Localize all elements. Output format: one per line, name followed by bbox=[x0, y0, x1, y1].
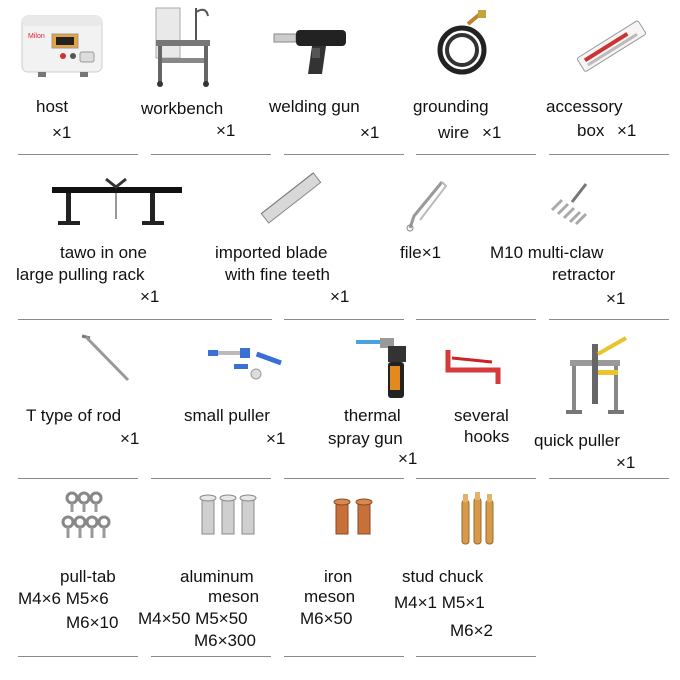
host-machine-image: Milon bbox=[18, 8, 108, 80]
item-stud-chuck-spec2: M6×2 bbox=[450, 621, 493, 640]
item-aluminum-meson-spec2: M6×300 bbox=[194, 631, 256, 650]
item-retractor-name2: retractor bbox=[552, 265, 616, 284]
item-retractor-name: M10 multi-claw bbox=[490, 243, 604, 262]
welding-gun-image bbox=[268, 22, 358, 80]
divider bbox=[284, 319, 404, 320]
divider bbox=[284, 478, 404, 479]
item-small-puller-qty: ×1 bbox=[266, 429, 286, 448]
item-retractor-qty: ×1 bbox=[606, 289, 626, 308]
divider bbox=[284, 656, 404, 657]
workbench-image bbox=[150, 4, 220, 90]
thermal-spray-gun-image bbox=[354, 332, 418, 402]
item-iron-meson-spec1: M6×50 bbox=[300, 609, 353, 628]
divider bbox=[549, 154, 669, 155]
item-file-name: file×1 bbox=[400, 243, 442, 262]
divider bbox=[284, 154, 404, 155]
item-quick-puller-name: quick puller bbox=[534, 431, 620, 450]
item-spray-gun-name: thermal bbox=[344, 406, 401, 425]
divider bbox=[416, 478, 536, 479]
divider bbox=[416, 154, 536, 155]
item-accessory-box-name: accessory bbox=[546, 97, 623, 116]
pull-tab-image bbox=[60, 490, 116, 546]
item-pull-tab-spec2: M6×10 bbox=[66, 613, 119, 632]
item-workbench-name: workbench bbox=[141, 99, 224, 118]
item-iron-meson-name2: meson bbox=[304, 587, 356, 606]
iron-meson-image bbox=[332, 494, 378, 542]
item-pulling-rack-name2: large pulling rack bbox=[16, 265, 145, 284]
grounding-wire-image bbox=[428, 10, 498, 86]
item-blade-name: imported blade bbox=[215, 243, 328, 262]
item-pulling-rack-qty: ×1 bbox=[140, 287, 160, 306]
item-spray-gun-qty: ×1 bbox=[398, 449, 418, 468]
divider bbox=[151, 478, 271, 479]
item-accessory-box-qty: ×1 bbox=[617, 121, 637, 140]
item-grounding-wire-qty: ×1 bbox=[482, 123, 502, 142]
divider bbox=[18, 656, 138, 657]
divider bbox=[18, 154, 138, 155]
item-aluminum-meson-spec1: M4×50 M5×50 bbox=[138, 609, 248, 628]
item-grounding-wire-name: grounding bbox=[413, 97, 489, 116]
divider bbox=[18, 319, 272, 320]
item-hooks-name2: hooks bbox=[464, 427, 510, 446]
item-aluminum-meson-name: aluminum bbox=[180, 567, 254, 586]
t-rod-image bbox=[76, 330, 136, 386]
divider bbox=[416, 319, 536, 320]
item-pull-tab-name: pull-tab bbox=[60, 567, 116, 586]
item-hooks-name: several bbox=[454, 406, 509, 425]
divider bbox=[416, 656, 536, 657]
file-image bbox=[398, 176, 450, 238]
item-blade-name2: with fine teeth bbox=[225, 265, 330, 284]
divider bbox=[151, 656, 271, 657]
divider bbox=[549, 319, 669, 320]
item-stud-chuck-spec1: M4×1 M5×1 bbox=[394, 593, 485, 612]
item-welding-gun-name: welding gun bbox=[269, 97, 360, 116]
multi-claw-retractor-image bbox=[542, 180, 598, 228]
item-aluminum-meson-name2: meson bbox=[208, 587, 260, 606]
item-welding-gun-qty: ×1 bbox=[360, 123, 380, 142]
item-pull-tab-spec1: M4×6 M5×6 bbox=[18, 589, 109, 608]
divider bbox=[18, 478, 138, 479]
item-iron-meson-name: iron bbox=[324, 567, 353, 586]
item-small-puller-name: small puller bbox=[184, 406, 270, 425]
item-accessory-box-name2: box bbox=[577, 121, 605, 140]
item-t-rod-qty: ×1 bbox=[120, 429, 140, 448]
item-t-rod-name: T type of rod bbox=[26, 406, 122, 425]
item-spray-gun-name2: spray gun bbox=[328, 429, 403, 448]
stud-chuck-image bbox=[456, 490, 500, 552]
item-workbench-qty: ×1 bbox=[216, 121, 236, 140]
item-blade-qty: ×1 bbox=[330, 287, 350, 306]
item-host-qty: ×1 bbox=[52, 123, 72, 142]
hooks-image bbox=[442, 344, 506, 390]
pulling-rack-image bbox=[50, 175, 184, 229]
item-host-name: host bbox=[36, 97, 69, 116]
item-stud-chuck-name: stud chuck bbox=[402, 567, 484, 586]
blade-image bbox=[256, 170, 326, 226]
divider bbox=[151, 154, 271, 155]
host-brand-logo: Milon bbox=[28, 33, 45, 40]
item-quick-puller-qty: ×1 bbox=[616, 453, 636, 472]
accessory-box-image bbox=[572, 12, 652, 82]
quick-puller-image bbox=[562, 330, 636, 418]
divider bbox=[549, 478, 669, 479]
aluminum-meson-image bbox=[196, 492, 262, 540]
item-grounding-wire-name2: wire bbox=[438, 123, 470, 142]
item-pulling-rack-name: tawo in one bbox=[60, 243, 147, 262]
small-puller-image bbox=[204, 340, 288, 384]
